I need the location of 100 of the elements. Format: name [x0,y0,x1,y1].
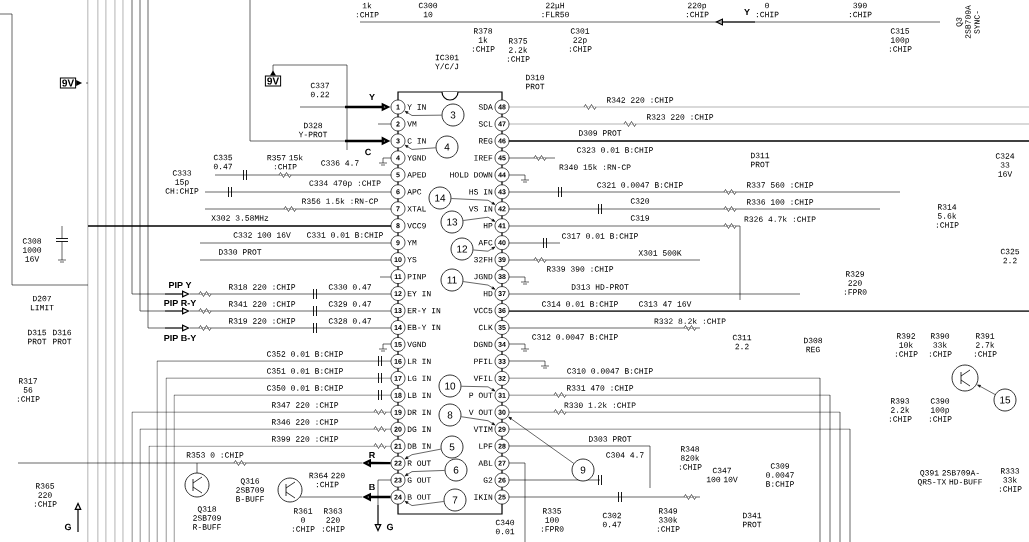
component-label: C317 0.01 B:CHIP [562,233,638,239]
leader-line [404,144,436,150]
pin-name: AFC [478,239,493,246]
pin-name: YS [407,256,417,263]
callout-number: 10 [438,374,462,398]
pin-name: HOLD DOWN [450,172,493,178]
callout-number: 14 [428,186,452,210]
pin-name: HP [483,223,493,229]
pin-name: LB IN [408,392,431,398]
transistor-symbol [951,364,979,392]
component-label: C331 0.01 B:CHIP [307,232,383,238]
component-label: Q318 2SB709 R-BUFF [193,506,221,530]
callout-number: 11 [440,268,464,292]
pin-name: DB IN [407,443,431,449]
component-label: C321 0.0047 B:CHIP [597,182,683,188]
pin-name: HS IN [469,189,493,195]
component-label: C329 0.47 [328,301,371,307]
pin-name: LR IN [408,358,431,365]
component-label: C352 0.01 B:CHIP [267,351,343,357]
pin-name: REG [479,138,493,144]
component-label: C350 0.01 B:CHIP [267,385,343,391]
pin-name: SCL [478,121,493,127]
component-label: R363 220 :CHIP [322,508,345,532]
component-label: D311 PROT [751,152,770,168]
component-label: R336 100 :CHIP [747,199,814,205]
component-label: R349 330k :CHIP [657,508,680,532]
component-label: R341 220 :CHIP [229,301,296,307]
leader-line [460,416,496,426]
edge-label: B [369,483,375,491]
component-label: D309 PROT [579,130,622,136]
component-label: C347 100 10V [706,467,738,483]
pin-name: LPF [479,443,493,449]
component-label: C328 0.47 [328,318,371,324]
pin-name: V OUT [468,409,493,415]
signal-label: Y [744,8,750,16]
component-label: R337 560 :CHIP [747,182,814,188]
component-label: D330 PROT [219,249,262,255]
component-label: C301 22p :CHIP [569,28,592,52]
component-label: X301 500K [638,250,682,256]
component-label: R365 220 :CHIP [34,483,57,507]
component-label: C324 33 16V [995,153,1015,177]
pin-name: HD [483,290,493,297]
component-label: C335 0.47 [213,154,233,170]
component-label: C311 2.2 [732,334,752,350]
edge-label: R [369,451,376,459]
pin-name: EB-Y IN [407,324,441,331]
component-label: R348 820k :CHIP [679,446,702,470]
pin-name: 32FH [474,256,493,263]
component-label: 22μH :FLR50 [542,2,569,18]
component-label: X302 3.58MHz [211,215,269,221]
component-label: C334 470p :CHIP [309,180,381,188]
component-label: R361 0 :CHIP [292,508,315,532]
pin-name: DG IN [407,426,431,432]
pin-name: P OUT [469,392,493,399]
component-label: R335 100 :FPR0 [541,508,564,532]
leader-line [508,416,574,464]
component-label: C302 0.47 [602,512,622,528]
component-label: D328 Y-PROT [298,122,328,138]
component-label: 390 :CHIP [849,2,872,18]
edge-label: C [365,148,371,156]
component-label: C320 [630,198,650,204]
pin-name: VGND [407,341,426,348]
voltage-tag: 9V [264,70,282,87]
component-label: C333 15p CH:CHIP [165,170,199,194]
leader-line [473,246,496,252]
callout-number: 12 [450,237,474,261]
pin-name: VCC9 [407,223,426,229]
signal-label: PIP R-Y [164,299,197,307]
component-label: R357 15k :CHIP [267,154,303,170]
component-label: C336 4.7 [321,160,359,166]
component-label: R353 0 :CHIP [186,452,244,458]
callout-number: 5 [440,435,464,459]
component-label: 0 :CHIP [756,2,779,18]
component-label: C308 1000 16V [22,238,42,262]
leader-line [404,111,442,116]
leader-line [404,501,444,506]
pin-name: APED [407,172,426,178]
component-label: C390 100p :CHIP [929,398,952,422]
component-label: D313 HD-PROT [571,284,629,290]
leader-line [463,281,496,290]
callout-number: 4 [435,135,459,159]
pin-name: YM [407,240,417,246]
component-label: R340 15k :RN-CP [559,164,631,170]
component-label: R319 220 :CHIP [229,318,296,324]
component-label: R331 470 :CHIP [567,385,634,391]
callout-number: 13 [440,210,464,234]
component-label: R391 2.7k :CHIP [974,333,997,357]
component-label: R356 1.5k :RN-CP [302,198,378,204]
component-label: C337 0.22 [310,82,330,98]
component-label: R346 220 :CHIP [272,419,339,425]
callout-number: 7 [443,488,467,512]
pin-name: VS IN [468,206,493,212]
component-label: R314 5.6k :CHIP [936,204,959,228]
component-label: R339 390 :CHIP [547,266,614,272]
pin-name: CLK [478,324,493,331]
component-label: R326 4.7k :CHIP [744,216,816,222]
pin-name: YGND [407,155,426,161]
pin-name: JGND [474,273,493,280]
signal-label: PIP B-Y [164,334,197,342]
pin-name: DGND [474,341,493,348]
